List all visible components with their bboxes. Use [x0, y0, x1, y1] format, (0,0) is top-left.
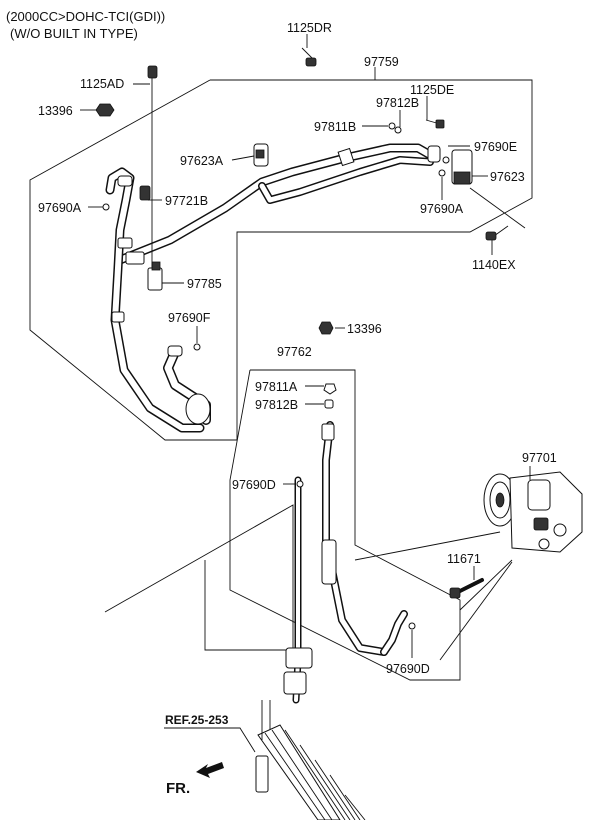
leader-compressor-b: [439, 561, 513, 661]
label-97812B-mid: 97812B: [255, 398, 298, 412]
bracket-97623A: [253, 143, 269, 167]
suction-hose-left: [105, 167, 211, 433]
leader-1140EX-diag: [469, 187, 526, 229]
reference-label: REF.25-253: [165, 713, 229, 727]
label-1140EX: 1140EX: [472, 258, 516, 272]
label-97812B-top: 97812B: [376, 96, 419, 110]
header-line-2: (W/O BUILT IN TYPE): [10, 26, 138, 41]
label-97762: 97762: [277, 345, 312, 359]
label-97759: 97759: [364, 55, 399, 69]
label-97785: 97785: [187, 277, 222, 291]
bolt-1140EX: [485, 225, 509, 241]
discharge-hose-lower: [283, 321, 416, 704]
condenser: [255, 700, 366, 820]
label-13396-mid: 13396: [347, 322, 382, 336]
front-arrow-icon: [196, 762, 224, 778]
bolt-1125AD-head: [147, 65, 158, 79]
bolt-1125DR: [301, 47, 317, 67]
label-1125DR: 1125DR: [287, 21, 332, 35]
nut-13396-mid: [318, 321, 334, 335]
o-ring-97690F: [193, 343, 201, 351]
label-97690E: 97690E: [474, 140, 517, 154]
bolt-11671: [449, 578, 484, 599]
nut-13396-top: [95, 103, 115, 117]
label-97721B: 97721B: [165, 194, 208, 208]
label-97690A-left: 97690A: [38, 201, 82, 215]
bolt-1125DE: [425, 119, 445, 129]
label-97701: 97701: [522, 451, 557, 465]
fitting-cluster: [117, 65, 163, 291]
receiver-97623: [451, 149, 473, 185]
label-97811A: 97811A: [255, 380, 298, 394]
label-97811B: 97811B: [314, 120, 356, 134]
o-ring-97690A-left: [102, 203, 110, 211]
header-line-1: (2000CC>DOHC-TCI(GDI)): [6, 9, 165, 24]
suction-hose-upper: [115, 143, 441, 265]
compressor-97701: [483, 471, 583, 553]
label-97623: 97623: [490, 170, 525, 184]
leader-compressor-c: [354, 531, 501, 561]
leader-97623A: [231, 155, 255, 161]
o-ring-97811A: [323, 383, 337, 395]
o-ring-97812B-mid: [324, 399, 334, 409]
label-1125DE: 1125DE: [410, 83, 454, 97]
label-1125AD: 1125AD: [80, 77, 124, 91]
group-boundary-lower: [229, 369, 461, 681]
label-13396-top: 13396: [38, 104, 73, 118]
o-ring-97811B: [388, 122, 396, 130]
label-97623A: 97623A: [180, 154, 224, 168]
o-ring-97812B: [394, 126, 402, 134]
leader-ref: [164, 727, 256, 753]
leader-compressor-a: [459, 559, 513, 611]
label-97690A-right: 97690A: [420, 202, 464, 216]
front-marker-label: FR.: [166, 780, 190, 797]
label-97690F: 97690F: [168, 311, 211, 325]
label-97690D-bottom: 97690D: [386, 662, 430, 676]
o-ring-97690D-bottom: [408, 622, 416, 630]
label-11671: 11671: [447, 552, 481, 566]
o-ring-97690D-left: [296, 480, 304, 488]
o-ring-97690A-right: [438, 169, 446, 177]
label-97690D-left: 97690D: [232, 478, 276, 492]
o-ring-97690E: [442, 156, 450, 164]
cross-line-lower: [104, 504, 294, 651]
group-boundary-upper: [29, 79, 533, 441]
